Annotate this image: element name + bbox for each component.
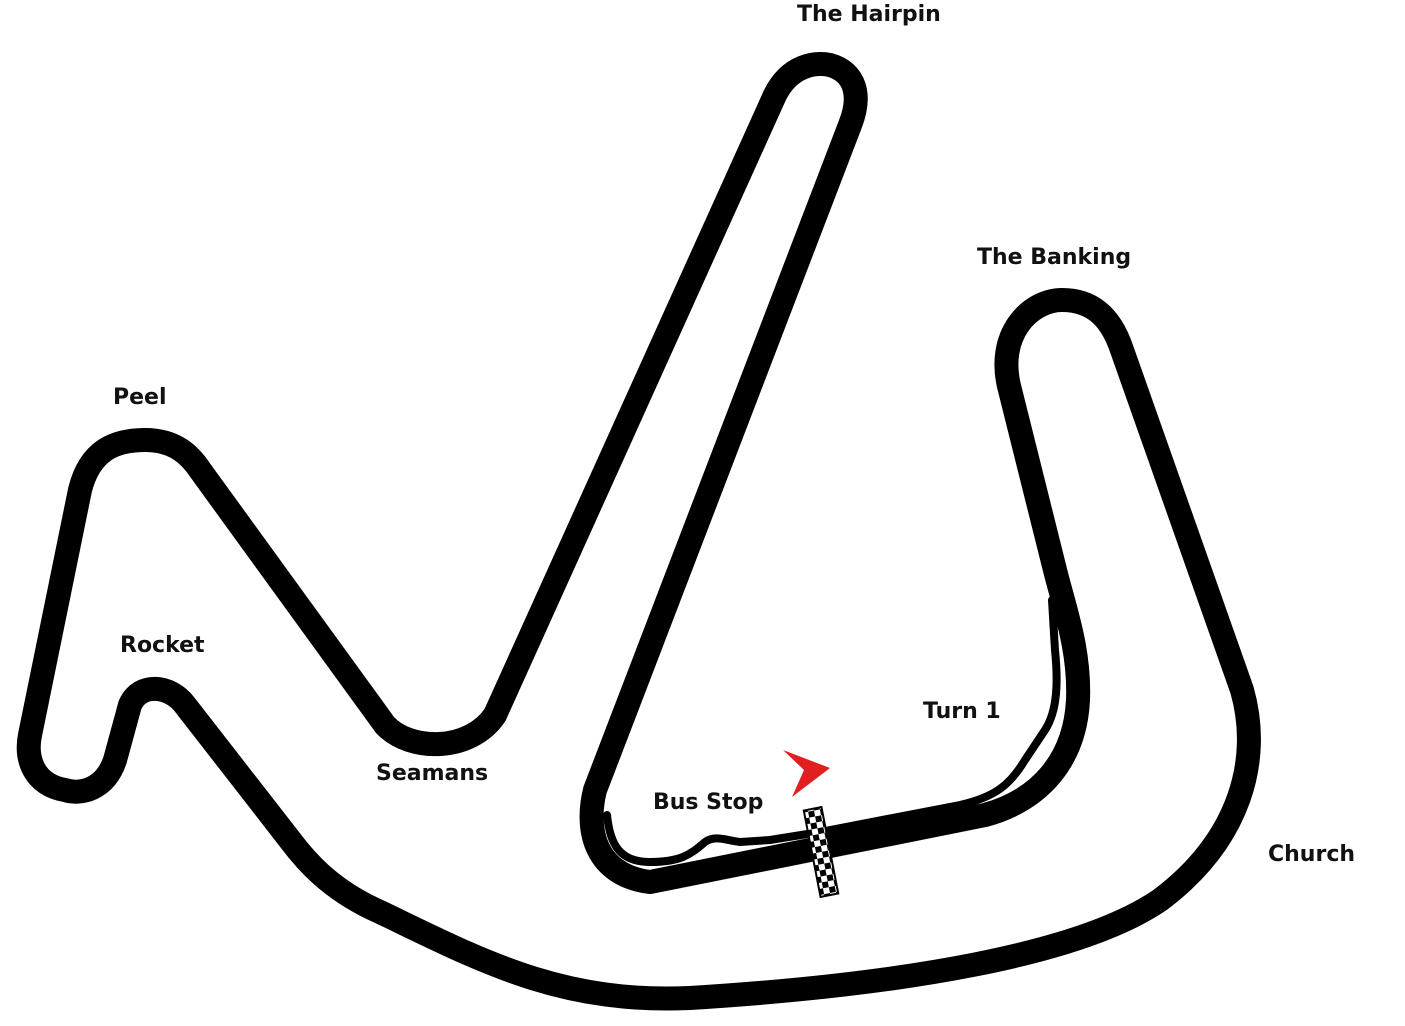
label-turn-1: Turn 1 bbox=[923, 699, 1001, 724]
label-bus-stop: Bus Stop bbox=[653, 790, 764, 815]
track-inner-bus-stop-left bbox=[603, 811, 824, 867]
label-seamans: Seamans bbox=[376, 761, 489, 786]
label-rocket: Rocket bbox=[120, 633, 205, 658]
label-peel: Peel bbox=[113, 385, 167, 410]
label-church: Church bbox=[1268, 842, 1356, 867]
label-the-hairpin: The Hairpin bbox=[797, 2, 941, 27]
track-main bbox=[16, 52, 1261, 1011]
track-inner-bus-stop bbox=[816, 596, 1061, 836]
direction-arrow-icon bbox=[783, 750, 830, 797]
start-finish-line bbox=[802, 805, 840, 899]
label-the-banking: The Banking bbox=[977, 245, 1132, 270]
